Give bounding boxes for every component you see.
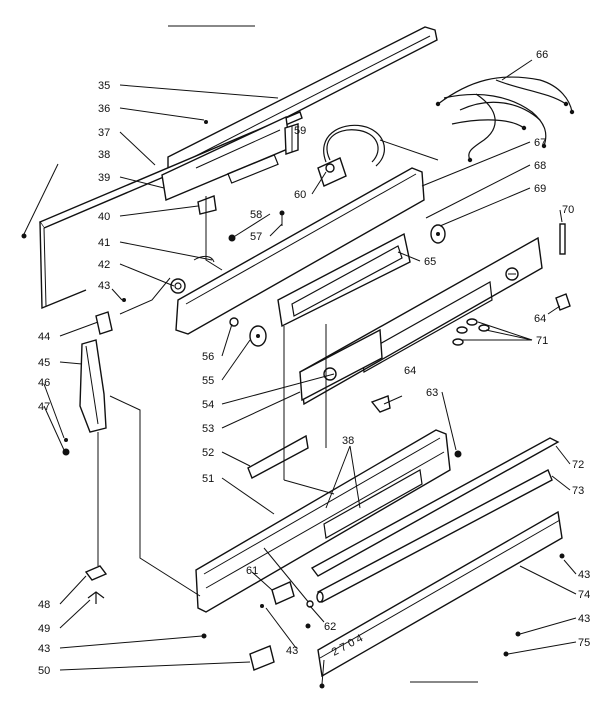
part-51-lower-housing	[195, 429, 451, 613]
label-42: 42	[98, 259, 110, 271]
label-48: 48	[38, 599, 50, 611]
assembly-guides	[97, 196, 335, 597]
label-69: 69	[534, 183, 546, 195]
label-52: 52	[202, 447, 214, 459]
label-40: 40	[98, 211, 110, 223]
label-38: 38	[342, 435, 354, 447]
label-43: 43	[38, 643, 50, 655]
label-56: 56	[202, 351, 214, 363]
label-74: 74	[578, 589, 590, 601]
part-54-dial	[249, 325, 267, 347]
label-75: 75	[578, 637, 590, 649]
label-70: 70	[562, 204, 574, 216]
part-61-bracket	[271, 581, 295, 605]
label-51: 51	[202, 473, 214, 485]
part-52-bracket	[247, 434, 309, 479]
part-66-wiring-harness	[435, 76, 575, 163]
label-43: 43	[578, 613, 590, 625]
label-60: 60	[294, 189, 306, 201]
part-45-side-bracket	[79, 311, 113, 433]
label-67: 67	[534, 137, 546, 149]
label-62: 62	[324, 621, 336, 633]
leader-lines	[23, 59, 577, 685]
label-44: 44	[38, 331, 50, 343]
label-68: 68	[534, 160, 546, 172]
part-64-bracket-lower	[370, 395, 391, 413]
part-73-tube	[316, 469, 553, 603]
label-73: 73	[572, 485, 584, 497]
label-46: 46	[38, 377, 50, 389]
part-40-clip	[197, 195, 217, 215]
part-67-upper-panel	[175, 167, 425, 335]
part-65-frame	[277, 232, 411, 328]
label-59: 59	[294, 125, 306, 137]
hardware-dots	[21, 120, 565, 689]
part-49-wing-nut	[87, 591, 105, 604]
part-labels: 35 36 37 38 39 40 41 42 43 44 45 46 47 4…	[38, 49, 590, 677]
part-62-lever	[263, 547, 314, 608]
label-39: 39	[98, 172, 110, 184]
label-58: 58	[250, 209, 262, 221]
label-54: 54	[202, 399, 214, 411]
label-45: 45	[38, 357, 50, 369]
label-38: 38	[98, 149, 110, 161]
label-66: 66	[536, 49, 548, 61]
label-43: 43	[98, 280, 110, 292]
label-50: 50	[38, 665, 50, 677]
label-43: 43	[286, 645, 298, 657]
part-48-plate	[84, 565, 108, 581]
label-41: 41	[98, 237, 110, 249]
part-71-lamps	[452, 318, 490, 346]
label-71: 71	[536, 335, 548, 347]
label-35: 35	[98, 80, 110, 92]
label-63: 63	[426, 387, 438, 399]
label-64: 64	[404, 365, 416, 377]
label-61: 61	[246, 565, 258, 577]
part-60-timer-motor	[317, 124, 439, 187]
label-36: 36	[98, 103, 110, 115]
part-72-rail	[310, 437, 560, 577]
label-43: 43	[578, 569, 590, 581]
part-42-knob	[170, 278, 186, 294]
part-50-switch	[249, 645, 275, 671]
label-72: 72	[572, 459, 584, 471]
part-74-lower-trim: 2 7 0 4	[317, 510, 563, 678]
label-64: 64	[534, 313, 546, 325]
label-37: 37	[98, 127, 110, 139]
part-69-dial	[430, 224, 446, 244]
label-55: 55	[202, 375, 214, 387]
part-70-clip	[559, 223, 566, 255]
label-47: 47	[38, 401, 50, 413]
label-49: 49	[38, 623, 50, 635]
part-56-knob	[229, 317, 239, 327]
label-65: 65	[424, 256, 436, 268]
part-57-screw	[279, 210, 285, 226]
label-57: 57	[250, 231, 262, 243]
label-53: 53	[202, 423, 214, 435]
part-53-lower-face	[299, 328, 383, 402]
